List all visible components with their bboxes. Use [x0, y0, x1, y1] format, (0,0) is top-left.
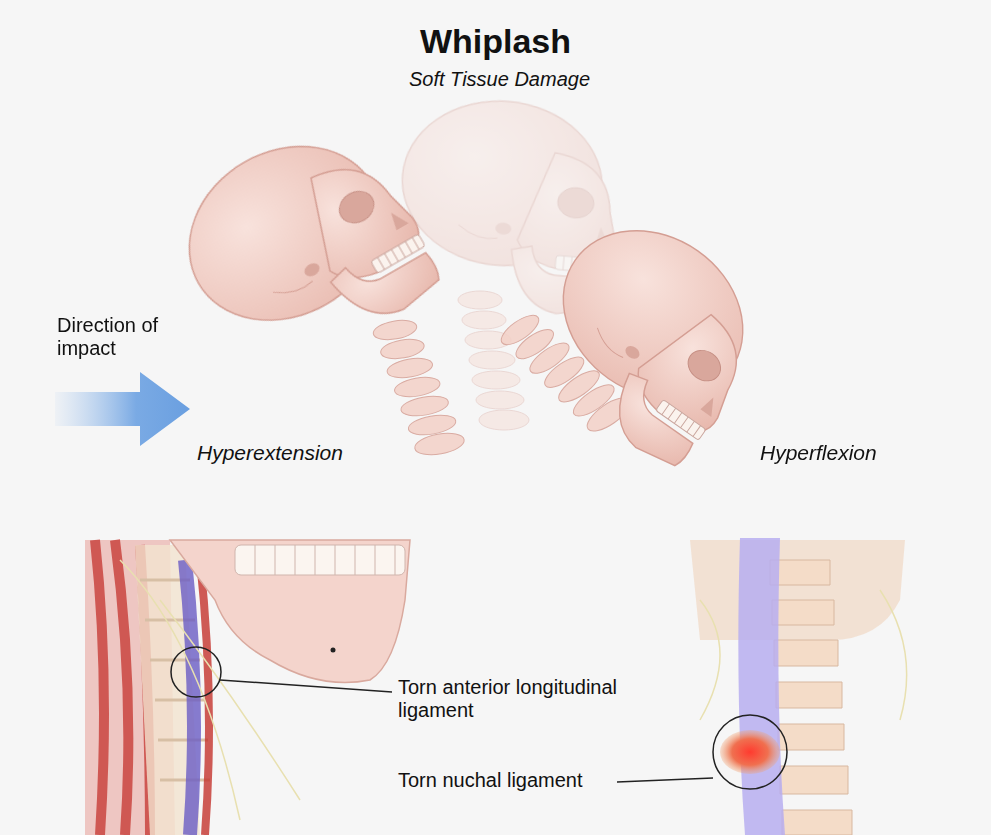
motion-label: Hyperextension — [197, 441, 343, 465]
motion-label: Hyperflexion — [760, 441, 877, 465]
injury-label: Torn anterior longitudinal ligament — [398, 676, 620, 722]
arrow-label: Direction of impact — [57, 314, 192, 360]
subtitle: Soft Tissue Damage — [4, 68, 991, 91]
diagram-title: Whiplash — [0, 22, 991, 61]
injury-label: Torn nuchal ligament — [398, 769, 583, 792]
